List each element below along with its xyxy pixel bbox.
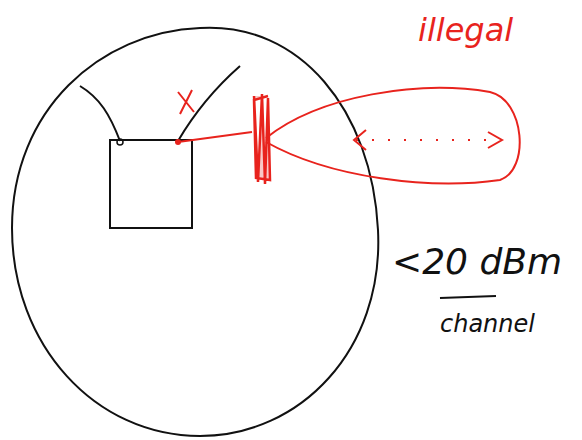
red-wire xyxy=(178,132,252,142)
range-arrow xyxy=(356,139,500,141)
unit-denominator: channel xyxy=(440,312,535,336)
cross-mark xyxy=(178,90,194,114)
range-arrowheads xyxy=(354,130,502,150)
amplifier-block xyxy=(254,94,270,184)
body-outline xyxy=(12,28,378,436)
fraction-line xyxy=(440,296,496,298)
antenna-right xyxy=(178,66,240,141)
antenna-left xyxy=(80,86,120,141)
radiation-lobe xyxy=(266,88,520,183)
power-limit: <20 dBm xyxy=(392,244,562,280)
warning-label: illegal xyxy=(418,14,513,46)
antenna-joint xyxy=(117,139,123,145)
device-box xyxy=(110,140,192,228)
